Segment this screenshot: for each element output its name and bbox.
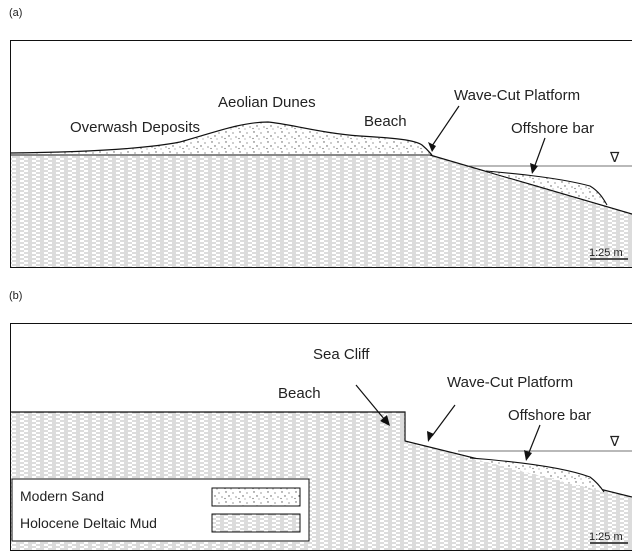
- panel-a-tag: (a): [9, 7, 22, 19]
- panel-a-beach-label: Beach: [364, 113, 407, 130]
- panel-b-bar-label: Offshore bar: [508, 407, 591, 424]
- panel-a-overwash-label: Overwash Deposits: [70, 119, 200, 136]
- legend-sand-swatch: [212, 488, 300, 506]
- panel-b: (b) Sea Cliff Beach Wave-Cut Platform Of…: [9, 290, 632, 551]
- legend-mud-label: Holocene Deltaic Mud: [20, 515, 157, 531]
- panel-b-beach-label: Beach: [278, 385, 321, 402]
- panel-b-platform-label: Wave-Cut Platform: [447, 374, 573, 391]
- panel-b-scale-label: 1:25 m: [589, 531, 623, 543]
- legend-sand-label: Modern Sand: [20, 488, 104, 504]
- panel-a-dunes-label: Aeolian Dunes: [218, 94, 316, 111]
- panel-a-deltaic-mud: [10, 155, 632, 268]
- panel-a-water-symbol: ∇: [609, 149, 620, 165]
- panel-b-water-symbol: ∇: [609, 433, 620, 449]
- panel-a-platform-label: Wave-Cut Platform: [454, 87, 580, 104]
- panel-a-scale-label: 1:25 m: [589, 247, 623, 259]
- legend-mud-swatch: [212, 514, 300, 532]
- panel-a: (a) Overwash Deposits Aeolian Dunes Beac…: [9, 7, 632, 268]
- panel-b-tag: (b): [9, 290, 22, 302]
- legend: Modern Sand Holocene Deltaic Mud: [12, 479, 309, 541]
- panel-a-bar-label: Offshore bar: [511, 120, 594, 137]
- panel-b-cliff-label: Sea Cliff: [313, 346, 370, 363]
